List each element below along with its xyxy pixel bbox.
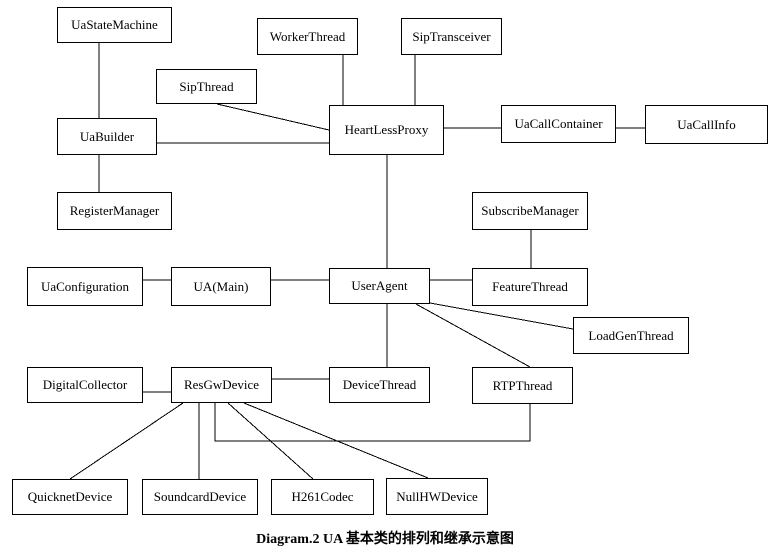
node-h261-codec: H261Codec: [271, 479, 374, 515]
diagram-caption: Diagram.2 UA 基本类的排列和继承示意图: [256, 532, 514, 547]
node-label-ua-state-machine: UaStateMachine: [71, 17, 158, 32]
node-rtp-thread: RTPThread: [472, 367, 573, 404]
node-label-subscribe-manager: SubscribeManager: [481, 203, 579, 218]
node-ua-main: UA(Main): [171, 267, 271, 306]
node-sip-transceiver: SipTransceiver: [401, 18, 502, 55]
node-label-rtp-thread: RTPThread: [492, 377, 553, 393]
node-ua-call-container: UaCallContainer: [501, 105, 616, 143]
edge-user-agent--rtp-thread: [415, 303, 531, 368]
node-label-device-thread: DeviceThread: [342, 377, 417, 392]
node-heart-less-proxy: HeartLessProxy: [329, 105, 444, 155]
node-label-ua-call-container: UaCallContainer: [514, 116, 603, 131]
node-null-hw-device: NullHWDevice: [386, 478, 488, 515]
node-digital-collector: DigitalCollector: [27, 367, 143, 403]
node-label-register-manager: RegisterManager: [69, 203, 160, 218]
node-user-agent: UserAgent: [329, 268, 430, 304]
node-label-ua-main: UA(Main): [193, 278, 249, 294]
node-label-res-gw-device: ResGwDevice: [183, 377, 260, 392]
node-label-ua-configuration: UaConfiguration: [40, 278, 130, 294]
node-label-h261-codec: H261Codec: [291, 489, 354, 504]
node-label-heart-less-proxy: HeartLessProxy: [344, 122, 429, 137]
node-label-ua-builder: UaBuilder: [79, 128, 135, 144]
node-device-thread: DeviceThread: [329, 367, 430, 403]
node-label-soundcard-device: SoundcardDevice: [153, 489, 247, 504]
node-res-gw-device: ResGwDevice: [171, 367, 272, 403]
node-label-null-hw-device: NullHWDevice: [396, 488, 478, 504]
node-label-sip-thread: SipThread: [179, 78, 234, 94]
node-ua-configuration: UaConfiguration: [27, 267, 143, 306]
node-label-ua-call-info: UaCallInfo: [677, 116, 736, 132]
edge-user-agent--load-gen-thread: [429, 302, 574, 330]
edge-res-gw-device--quicknet-device: [69, 402, 184, 480]
node-register-manager: RegisterManager: [57, 192, 172, 230]
node-ua-state-machine: UaStateMachine: [57, 7, 172, 43]
node-label-quicknet-device: QuicknetDevice: [27, 489, 113, 504]
node-label-sip-transceiver: SipTransceiver: [412, 28, 491, 44]
node-sip-thread: SipThread: [156, 69, 257, 104]
node-label-user-agent: UserAgent: [351, 278, 408, 293]
node-load-gen-thread: LoadGenThread: [573, 317, 689, 354]
node-quicknet-device: QuicknetDevice: [12, 479, 128, 515]
node-label-feature-thread: FeatureThread: [492, 279, 568, 294]
edge-sip-thread--heart-less-proxy: [216, 103, 330, 131]
node-label-load-gen-thread: LoadGenThread: [588, 327, 674, 343]
node-subscribe-manager: SubscribeManager: [472, 192, 588, 230]
node-label-digital-collector: DigitalCollector: [42, 377, 128, 392]
node-ua-call-info: UaCallInfo: [645, 105, 768, 144]
node-ua-builder: UaBuilder: [57, 118, 157, 155]
node-label-worker-thread: WorkerThread: [269, 28, 346, 44]
edge-res-gw-device--rtp-thread: [214, 403, 531, 442]
node-worker-thread: WorkerThread: [257, 18, 358, 55]
node-feature-thread: FeatureThread: [472, 268, 588, 306]
node-soundcard-device: SoundcardDevice: [142, 479, 258, 515]
